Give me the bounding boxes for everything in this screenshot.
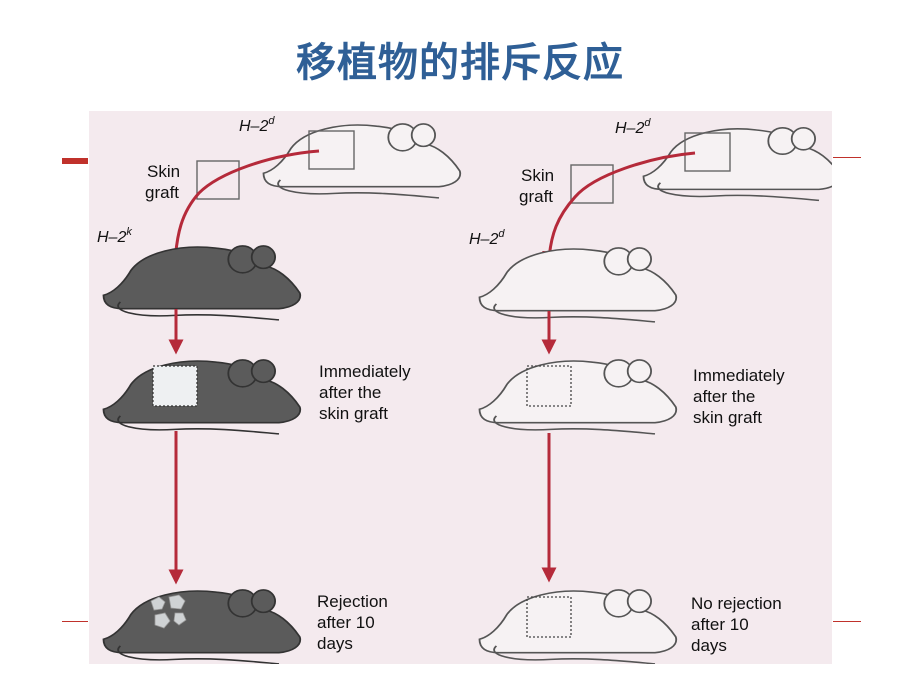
left-stage1-mouse [102, 359, 302, 435]
graft-rejection-figure: H–2d Skin graft H–2k Immediately after t… [89, 111, 832, 664]
right-stage2-label-line2: after 10 [691, 615, 749, 634]
left-donor-strain-label: H–2d [239, 115, 275, 135]
slide-title: 移植物的排斥反应 [296, 40, 624, 86]
accent-bar-left [62, 158, 88, 164]
right-stage2-mouse [478, 589, 678, 664]
right-stage2-graft [526, 596, 572, 638]
right-graft-transfer-arrow [542, 151, 696, 267]
left-stage2-label-line3: days [317, 634, 353, 653]
accent-line-left-bottom [62, 621, 88, 622]
right-graft-square [570, 164, 614, 204]
right-recipient-strain-label: H–2d [469, 228, 505, 248]
left-panel: H–2d Skin graft H–2k Immediately after t… [97, 115, 462, 664]
left-stage1-label-line2: after the [319, 383, 381, 402]
right-panel: H–2d Skin graft H–2d Immediately after t… [469, 117, 832, 664]
right-stage2-label-line1: No rejection [691, 594, 782, 613]
right-stage1-mouse [478, 359, 678, 435]
accent-line-right-bottom [833, 621, 861, 622]
left-stage2-label-line2: after 10 [317, 613, 375, 632]
left-graft-transfer-arrow [168, 149, 320, 269]
left-graft-label-line2: graft [145, 183, 179, 202]
left-stage2-label-line1: Rejection [317, 592, 388, 611]
accent-line-right-top [833, 157, 861, 158]
left-graft-square [196, 160, 240, 200]
right-recipient-mouse [478, 247, 678, 323]
right-stage1-label-line3: skin graft [693, 408, 762, 427]
left-recipient-strain-label: H–2k [97, 226, 132, 246]
right-stage1-label-line1: Immediately [693, 366, 785, 385]
right-stage2-label-line3: days [691, 636, 727, 655]
right-graft-label-line1: Skin [521, 166, 554, 185]
right-donor-mouse [642, 126, 832, 202]
right-stage1-label-line2: after the [693, 387, 755, 406]
right-donor-graft-site [684, 132, 731, 172]
right-graft-label-line2: graft [519, 187, 553, 206]
left-stage1-label-line1: Immediately [319, 362, 411, 381]
right-stage1-graft [526, 365, 572, 407]
left-stage2-mouse [102, 589, 302, 664]
left-stage1-graft [152, 365, 198, 407]
left-graft-label-line1: Skin [147, 162, 180, 181]
left-rejected-graft [150, 594, 187, 629]
right-donor-strain-label: H–2d [615, 117, 651, 137]
left-donor-mouse [262, 123, 462, 199]
left-recipient-mouse [102, 245, 302, 321]
left-donor-graft-site [308, 130, 355, 170]
left-stage1-label-line3: skin graft [319, 404, 388, 423]
